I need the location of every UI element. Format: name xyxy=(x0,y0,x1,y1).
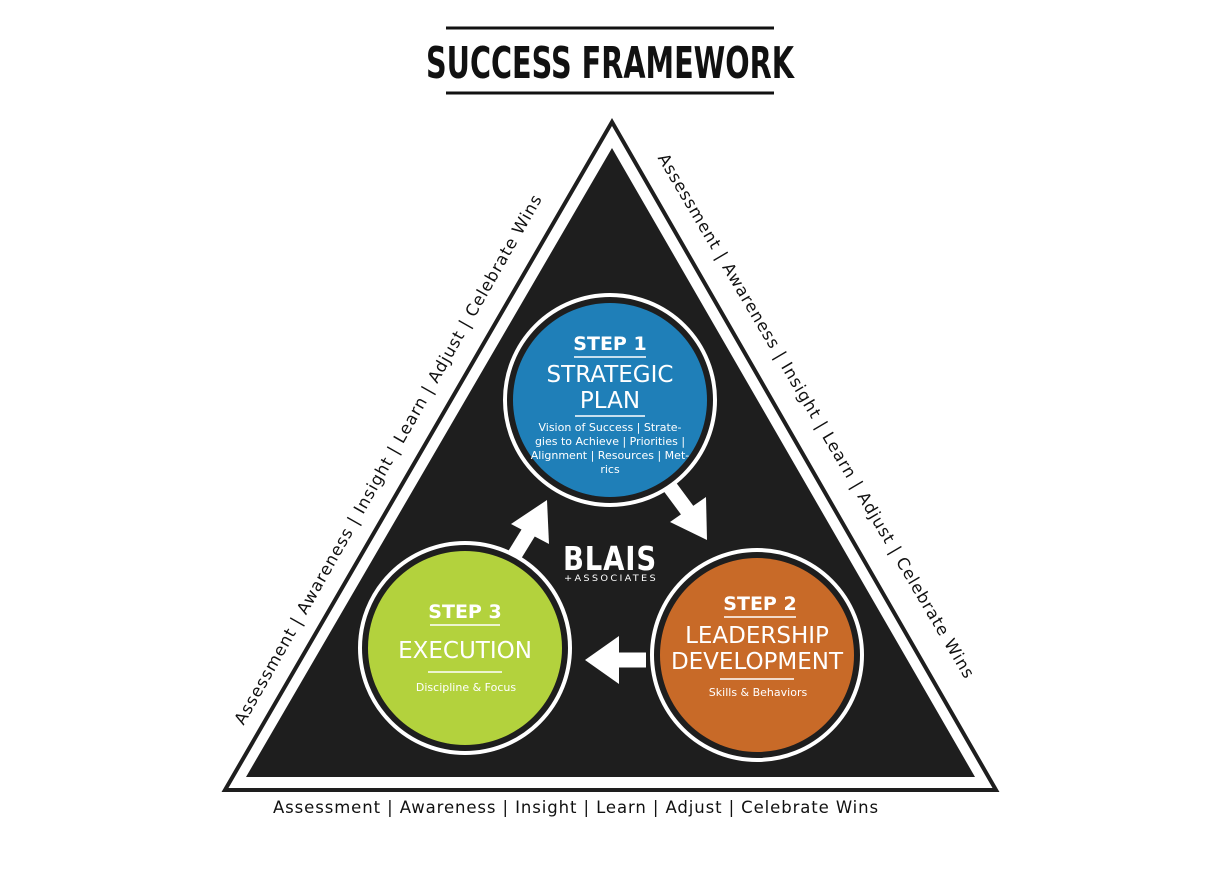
step-1-desc-line-4: rics xyxy=(600,463,620,476)
step-2-name-line-1: LEADERSHIP xyxy=(685,623,829,649)
step-1-desc-line-1: Vision of Success | Strate- xyxy=(538,421,681,434)
step-1-desc-line-2: gies to Achieve | Priorities | xyxy=(535,435,685,448)
blais-logo: BLAIS +ASSOCIATES xyxy=(563,539,658,584)
step-1-name-line-2: PLAN xyxy=(580,388,640,414)
step-3-circle: STEP 3 EXECUTION Discipline & Focus xyxy=(358,541,572,755)
arrow-step1-to-step2 xyxy=(663,482,707,540)
logo-sub-text: +ASSOCIATES xyxy=(564,574,658,584)
step-1-desc-line-3: Alignment | Resources | Met- xyxy=(531,449,690,462)
step-1-label: STEP 1 xyxy=(573,333,646,355)
step-3-desc: Discipline & Focus xyxy=(416,681,516,694)
step-2-desc: Skills & Behaviors xyxy=(709,686,808,699)
step-2-circle: STEP 2 LEADERSHIP DEVELOPMENT Skills & B… xyxy=(650,548,864,762)
logo-main-text: BLAIS xyxy=(563,539,657,578)
diagram-title: SUCCESS FRAMEWORK xyxy=(426,38,795,89)
arrow-step3-to-step1 xyxy=(507,500,549,560)
arrow-step2-to-step3 xyxy=(585,636,646,684)
step-3-name: EXECUTION xyxy=(398,638,532,664)
step-1-name-line-1: STRATEGIC xyxy=(547,362,674,388)
step-3-label: STEP 3 xyxy=(428,601,501,623)
step-2-name-line-2: DEVELOPMENT xyxy=(671,649,844,675)
bottom-side-text: Assessment | Awareness | Insight | Learn… xyxy=(273,798,879,817)
step-2-label: STEP 2 xyxy=(723,593,796,615)
step-1-circle: STEP 1 STRATEGIC PLAN Vision of Success … xyxy=(503,293,717,507)
triangle-outline xyxy=(221,117,1000,792)
